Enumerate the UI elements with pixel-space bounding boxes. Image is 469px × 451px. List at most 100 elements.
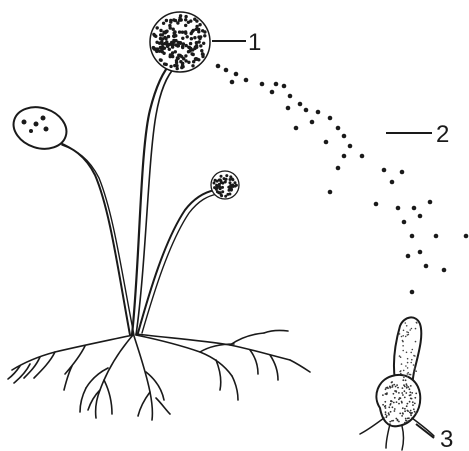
released-spore — [390, 180, 395, 185]
spore-dot — [156, 26, 159, 29]
label-2: 2 — [436, 121, 449, 148]
spore-dot — [230, 188, 233, 191]
stipple-dot — [408, 386, 410, 388]
spore-dot — [167, 35, 170, 38]
spore-dot — [175, 64, 178, 67]
stipple-dot — [399, 333, 401, 335]
stipple-dot — [398, 392, 400, 394]
spore-dot — [193, 36, 196, 39]
stipple-dot — [414, 403, 416, 405]
stipple-dot — [414, 371, 416, 373]
right-stalk — [138, 190, 215, 333]
spore-dot — [221, 190, 224, 193]
released-spore — [288, 94, 293, 99]
spore-dot — [235, 184, 238, 187]
spore-dot — [162, 52, 165, 55]
stipple-dot — [407, 403, 409, 405]
stipple-dot — [409, 401, 411, 403]
spore-dot — [184, 30, 187, 33]
released-spore — [328, 116, 333, 121]
tall-stalk-inner — [136, 66, 176, 335]
stipple-dot — [411, 398, 413, 400]
stipple-dot — [403, 377, 405, 379]
spore-dot — [178, 30, 181, 33]
spore-dot — [194, 57, 197, 60]
spore-dot — [168, 48, 171, 51]
stipple-dot — [411, 359, 413, 361]
stipple-dot — [402, 340, 404, 342]
spore-dot — [197, 30, 200, 33]
callout-3: 3 — [416, 424, 453, 451]
released-spore — [260, 82, 265, 87]
stipple-dot — [395, 386, 397, 388]
released-spore — [336, 126, 341, 131]
stipple-dot — [408, 332, 410, 334]
spore-dot — [176, 67, 179, 70]
spore-dot — [220, 175, 223, 178]
stipple-dot — [385, 393, 387, 395]
stipple-dot — [385, 407, 387, 409]
stipple-dot — [415, 412, 417, 414]
spore-dot — [215, 188, 218, 191]
stipple-dot — [400, 373, 402, 375]
released-spore — [402, 220, 407, 225]
stipple-dot — [411, 328, 413, 330]
spore-dot — [187, 21, 190, 24]
stipple-dot — [410, 352, 412, 354]
stipple-dot — [412, 401, 414, 403]
stipple-dot — [416, 322, 418, 324]
stipple-dot — [412, 404, 414, 406]
stipple-dot — [394, 408, 396, 410]
stipple-dot — [404, 408, 406, 410]
spore-dot — [158, 50, 161, 53]
stipple-dot — [387, 387, 389, 389]
stipple-dot — [406, 405, 408, 407]
released-spore — [464, 234, 469, 239]
spore-dot — [191, 64, 194, 67]
released-spore — [348, 144, 353, 149]
spore-dot — [187, 50, 190, 53]
stipple-dot — [397, 387, 399, 389]
stipple-dot — [398, 403, 400, 405]
stipple-dot — [403, 330, 405, 332]
stipple-dot — [399, 355, 401, 357]
spore-dot — [159, 29, 162, 32]
spore-dot — [228, 193, 231, 196]
stipple-dot — [407, 418, 409, 420]
spore-dot — [199, 35, 202, 38]
released-spore — [316, 110, 321, 115]
spore-dot — [152, 33, 155, 36]
released-spore — [230, 80, 235, 85]
stipple-dot — [398, 421, 400, 423]
released-spore — [324, 140, 329, 145]
stipple-dot — [405, 336, 407, 338]
stipple-dot — [406, 387, 408, 389]
stipple-dot — [388, 412, 390, 414]
spore-dot — [160, 40, 163, 43]
stipple-dot — [409, 412, 411, 414]
released-spore — [294, 126, 299, 131]
rhizoid-network — [8, 330, 310, 420]
spore-dot — [186, 35, 189, 38]
spore-dot — [163, 42, 166, 45]
stipple-dot — [390, 400, 392, 402]
stipple-dot — [413, 408, 415, 410]
released-spore — [418, 250, 423, 255]
stipple-dot — [407, 373, 409, 375]
released-spore — [410, 290, 415, 295]
spore-dot — [175, 61, 178, 64]
stipple-dot — [406, 385, 408, 387]
stipple-dot — [409, 391, 411, 393]
stipple-dot — [402, 412, 404, 414]
spore-dot — [190, 37, 193, 40]
stipple-dot — [401, 336, 403, 338]
spore-dot — [169, 19, 172, 22]
released-spore — [400, 170, 405, 175]
stipple-dot — [414, 397, 416, 399]
stipple-dot — [409, 374, 411, 376]
released-spore — [418, 214, 423, 219]
callout-1: 1 — [212, 29, 261, 56]
sporangium-burst-empty — [8, 101, 72, 156]
stipple-dot — [404, 422, 406, 424]
